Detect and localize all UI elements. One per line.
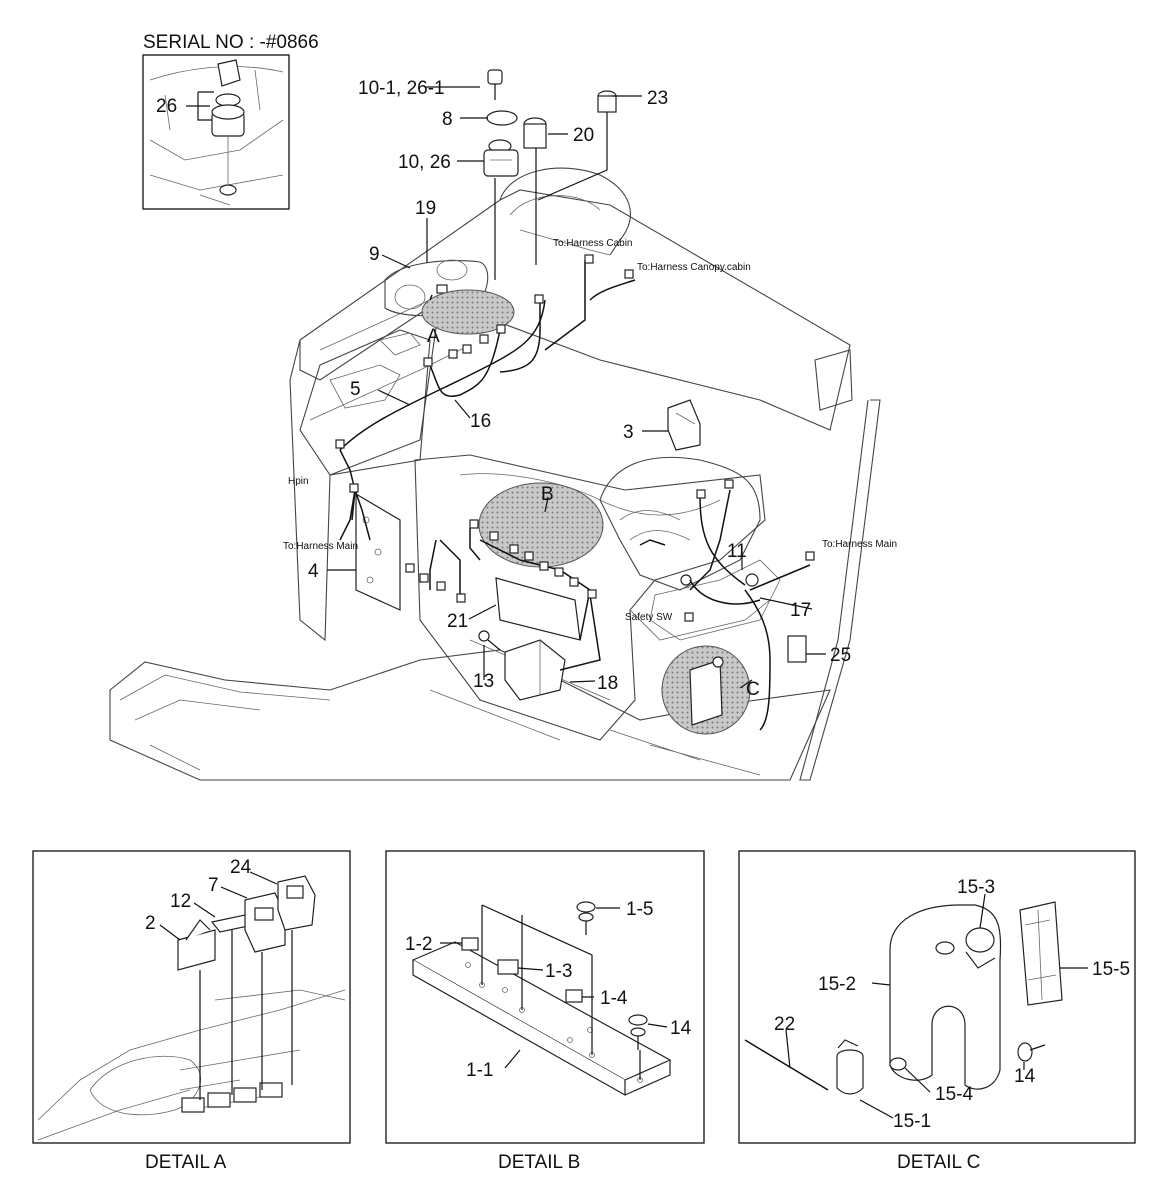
serial-number-note: SERIAL NO : -#0866 [143,32,319,53]
pump-15-1 [836,1039,864,1095]
callout-3: 3 [623,422,634,443]
detail-a-panel: 2 12 7 24 [32,850,351,1144]
box-part-25 [787,635,807,663]
detail-b-callout-1-4: 1-4 [600,988,628,1009]
note-hpin: Hpin [288,476,309,487]
bracket-15-5 [1019,901,1063,1006]
part-1-3 [497,959,519,975]
note-harness-main-right: To:Harness Main [822,539,897,550]
detail-c-callout-15-3: 15-3 [957,877,995,898]
detail-b-panel: 1-2 1-3 1-4 1-5 14 1-1 [385,850,705,1144]
detail-c-callout-14: 14 [1014,1066,1036,1087]
grommet-15-4 [889,1057,907,1071]
bracket-1-1 [411,941,672,1097]
callout-19: 19 [415,198,436,219]
socket-part-20 [523,117,547,149]
detail-b-callout-1-3: 1-3 [545,961,572,982]
callout-16: 16 [470,411,491,432]
callout-26-inset: 26 [156,96,177,117]
switch-7 [244,892,286,953]
callout-8: 8 [442,109,453,130]
switch-part-10-26 [483,139,519,177]
bracket-part-21 [495,577,581,641]
detail-c-callout-15-1: 15-1 [893,1111,931,1132]
callout-17: 17 [790,600,811,621]
plug-part-23 [597,90,617,113]
connector-symbols [335,254,815,622]
detail-b-callout-1-5: 1-5 [626,899,653,920]
callout-5: 5 [350,379,361,400]
callout-c: C [746,679,760,700]
detail-a-callout-7: 7 [208,875,219,896]
detail-b-caption: DETAIL B [498,1152,580,1173]
serial-inset: 26 [142,54,290,210]
note-safety-sw: Safety SW [625,612,673,623]
key-switch-inset [211,59,245,196]
callout-4: 4 [308,561,319,582]
detail-c-callout-15-5: 15-5 [1092,959,1130,980]
callout-9: 9 [369,244,380,265]
plate-part-4 [355,492,401,611]
callout-25: 25 [830,645,851,666]
switch-24 [277,875,316,931]
sensor-part-11 [680,573,759,587]
detail-b-callout-1-1: 1-1 [466,1060,493,1081]
callout-20: 20 [573,125,594,146]
relay-box-18 [504,639,566,701]
part-1-4 [565,989,583,1003]
note-harness-main-left: To:Harness Main [283,541,358,552]
callout-18: 18 [597,673,618,694]
detail-c-callout-15-2: 15-2 [818,974,856,995]
detail-a-caption: DETAIL A [145,1152,227,1173]
bolt-part-13 [478,630,501,651]
bolt-14-detail-b [628,1014,648,1050]
callout-b: B [541,484,554,505]
part-1-2 [461,937,479,951]
callout-13: 13 [473,671,494,692]
cap-15-3 [965,927,995,953]
washer-part [486,110,518,126]
callout-10-1: 10-1, 26-1 [358,78,445,99]
detail-area-a [421,289,515,335]
note-harness-cabin: To:Harness Cabin [553,238,632,249]
detail-b-callout-1-2: 1-2 [405,934,432,955]
bolt-1-5 [576,901,596,935]
note-harness-canopy: To:Harness Canopy.cabin [637,262,751,273]
rocker-switch-3 [667,399,701,451]
detail-a-callout-12: 12 [170,891,191,912]
callout-21: 21 [447,611,468,632]
switch-2 [177,919,216,971]
callout-11: 11 [727,541,747,562]
callout-a: A [427,326,440,347]
detail-c-caption: DETAIL C [897,1152,980,1173]
detail-b-callout-14: 14 [670,1018,692,1039]
cap-tether [965,951,996,969]
detail-a-callout-2: 2 [145,913,156,934]
callout-23: 23 [647,88,668,109]
key-part [487,69,503,100]
hose-22 [744,1039,829,1091]
detail-a-callout-24: 24 [230,857,252,878]
detail-c-callout-15-4: 15-4 [935,1084,973,1105]
detail-c-panel: 15-3 15-2 15-5 22 14 15-4 15-1 [738,850,1136,1144]
main-assembly: 10-1, 26-1 8 10, 26 20 23 19 9 A 5 16 3 … [109,69,897,781]
detail-c-callout-22: 22 [774,1014,795,1035]
bolt-14-detail-c [1017,1042,1046,1062]
callout-10-26: 10, 26 [398,152,451,173]
